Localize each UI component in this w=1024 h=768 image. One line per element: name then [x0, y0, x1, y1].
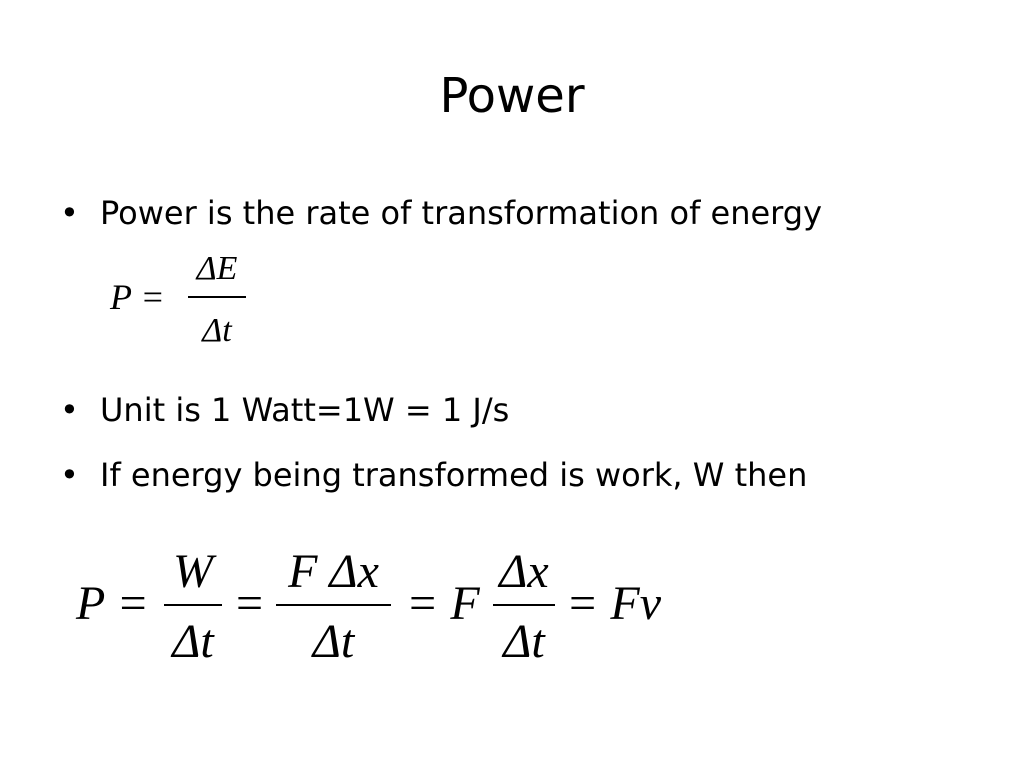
formula-rhs: = Fv: [566, 577, 662, 630]
bullet-dot: •: [60, 456, 79, 494]
power-energy-formula: P = ΔE Δt: [108, 250, 248, 350]
fraction3-bar: [493, 604, 555, 606]
fraction1-bar: [164, 604, 222, 606]
formula-numerator: ΔE: [196, 250, 238, 287]
bullet-definition: • Power is the rate of transformation of …: [60, 193, 822, 233]
fraction1-numerator: W: [173, 545, 213, 598]
fraction-bar: [188, 296, 246, 298]
fraction2-denominator: Δt: [312, 615, 355, 668]
bullet-text: Power is the rate of transformation of e…: [100, 194, 822, 232]
fraction3-denominator: Δt: [503, 615, 545, 668]
bullet-text: Unit is 1 Watt=1W = 1 J/s: [100, 391, 510, 429]
slide-title: Power: [439, 68, 585, 124]
bullet-dot: •: [60, 194, 79, 232]
fraction2-bar: [276, 604, 391, 606]
formula-lhs: P =: [110, 277, 165, 317]
fraction2-numerator: F Δx: [288, 545, 379, 598]
bullet-dot: •: [60, 391, 79, 429]
bullet-unit: • Unit is 1 Watt=1W = 1 J/s: [60, 390, 509, 430]
equals-force: = F: [406, 577, 480, 630]
fraction1-denominator: Δt: [172, 615, 214, 668]
equals-sign: =: [236, 577, 264, 630]
formula-denominator: Δt: [202, 312, 232, 349]
bullet-text: If energy being transformed is work, W t…: [100, 456, 808, 494]
formula-lhs: P =: [76, 577, 149, 630]
power-work-formula: P = W Δt = F Δx Δt = F Δx Δt = Fv: [76, 540, 696, 675]
bullet-work: • If energy being transformed is work, W …: [60, 455, 807, 495]
fraction3-numerator: Δx: [499, 545, 549, 598]
